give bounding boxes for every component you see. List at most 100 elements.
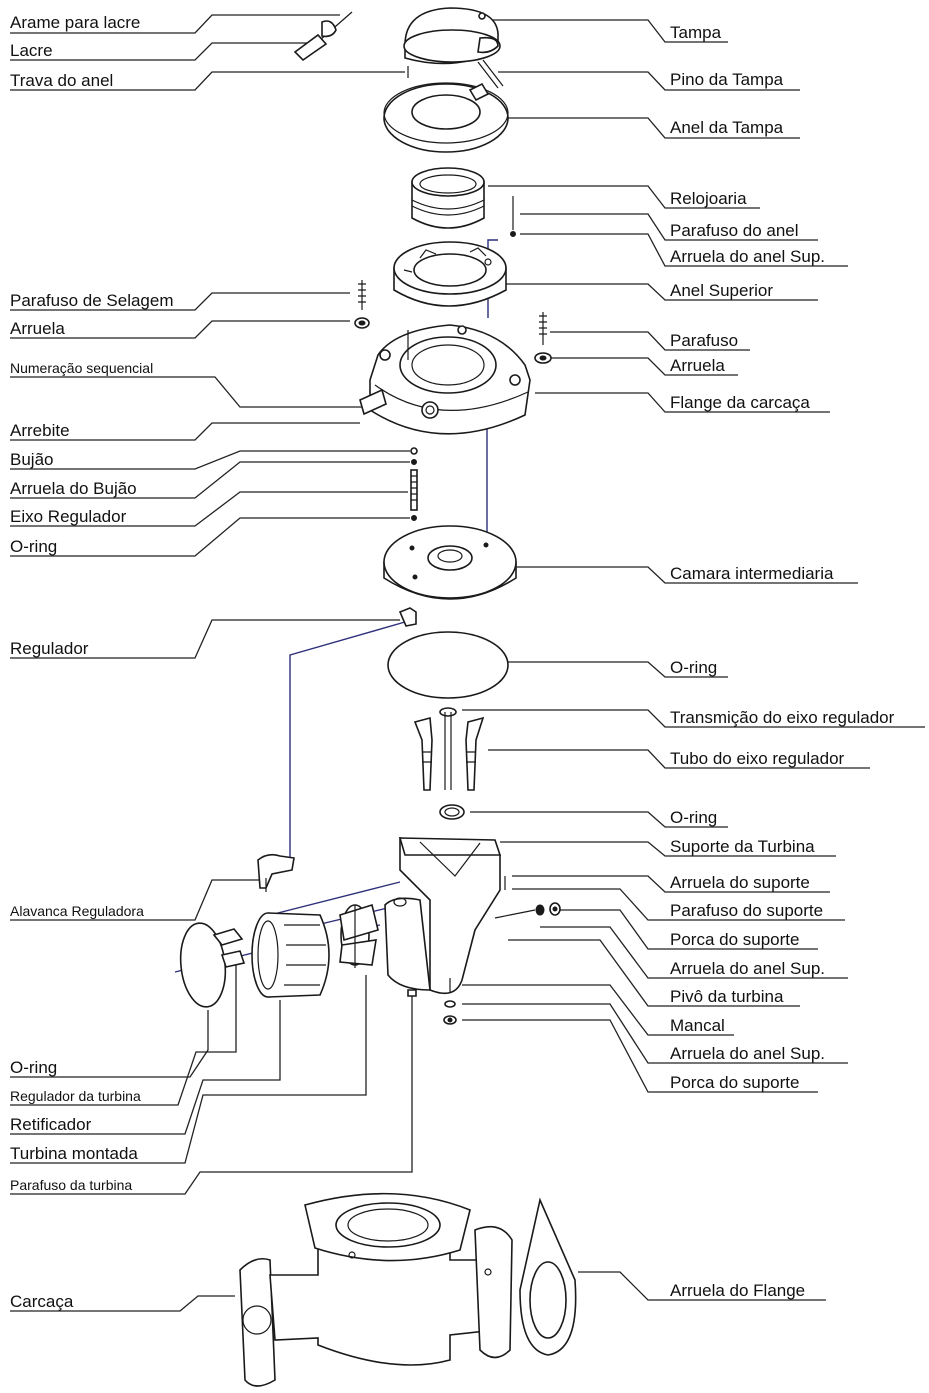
regulator-part (398, 607, 417, 627)
label-relojoaria: Relojoaria (488, 185, 760, 209)
svg-text:Pino da Tampa: Pino da Tampa (670, 70, 784, 89)
regulator-shaft-tubes-part (413, 707, 485, 791)
svg-text:Arruela do Bujão: Arruela do Bujão (10, 479, 137, 498)
label-retificador: Retificador (10, 1000, 281, 1135)
svg-text:Arruela do anel Sup.: Arruela do anel Sup. (670, 1044, 825, 1063)
svg-text:Eixo Regulador: Eixo Regulador (10, 507, 127, 526)
label-arame-para-lacre: Arame para lacre (10, 13, 340, 34)
label-pivo-da-turbina: Pivô da turbina (508, 939, 800, 1007)
svg-text:Lacre: Lacre (10, 41, 53, 60)
label-alavanca-reguladora: Alavanca Reguladora (10, 879, 262, 921)
label-arruela-left: Arruela (10, 319, 350, 339)
regulating-lever-part (257, 853, 295, 892)
label-bujao: Bujão (10, 450, 410, 470)
label-parafuso-da-turbina: Parafuso da turbina (10, 995, 413, 1195)
svg-text:Retificador: Retificador (10, 1115, 92, 1134)
label-numeracao-sequencial: Numeração sequencial (10, 360, 370, 408)
svg-text:Bujão: Bujão (10, 450, 53, 469)
svg-text:Parafuso do suporte: Parafuso do suporte (670, 901, 823, 920)
svg-text:Arruela do anel Sup.: Arruela do anel Sup. (670, 247, 825, 266)
label-regulador-da-turbina: Regulador da turbina (10, 960, 237, 1106)
label-porca-do-suporte-2: Porca do suporte (462, 1019, 818, 1093)
left-labels: Arame para lacre Lacre Trava do anel Par… (10, 13, 413, 1312)
svg-text:Arruela do suporte: Arruela do suporte (670, 873, 810, 892)
label-arruela-do-flange: Arruela do Flange (578, 1271, 826, 1301)
svg-text:O-ring: O-ring (10, 537, 57, 556)
right-labels: Tampa Pino da Tampa Anel da Tampa Relojo… (462, 19, 925, 1301)
label-o-ring-right-2: O-ring (470, 808, 728, 828)
label-pino-da-tampa: Pino da Tampa (498, 70, 800, 91)
label-turbina-montada: Turbina montada (10, 975, 367, 1164)
label-o-ring-1: O-ring (10, 517, 410, 557)
svg-text:Tampa: Tampa (670, 23, 722, 42)
svg-text:Suporte da Turbina: Suporte da Turbina (670, 837, 815, 856)
register-part (411, 167, 485, 229)
label-arruela-do-bujao: Arruela do Bujão (10, 461, 410, 499)
svg-text:Turbina montada: Turbina montada (10, 1144, 138, 1163)
label-carcaca: Carcaça (10, 1292, 235, 1312)
svg-text:Arruela: Arruela (670, 356, 725, 375)
label-arruela-do-anel-sup-1: Arruela do anel Sup. (520, 233, 848, 267)
ring-screw-part (510, 196, 516, 237)
svg-text:Arruela do anel Sup.: Arruela do anel Sup. (670, 959, 825, 978)
label-parafuso-de-selagem: Parafuso de Selagem (10, 291, 350, 311)
label-camara-intermediaria: Camara intermediaria (515, 564, 858, 584)
label-eixo-regulador: Eixo Regulador (10, 491, 408, 527)
sealing-screw-part (354, 280, 370, 329)
screw-part-right (534, 312, 552, 364)
svg-text:Pivô da turbina: Pivô da turbina (670, 987, 784, 1006)
svg-text:Parafuso da turbina: Parafuso da turbina (10, 1177, 132, 1193)
label-o-ring-right-1: O-ring (508, 658, 728, 678)
support-screw-part (494, 902, 561, 919)
label-arruela-right: Arruela (550, 356, 738, 376)
label-arruela-do-suporte: Arruela do suporte (512, 873, 830, 893)
housing-part (239, 1192, 513, 1387)
svg-text:Tubo do eixo regulador: Tubo do eixo regulador (670, 749, 845, 768)
label-tampa: Tampa (485, 19, 728, 43)
upper-ring-part (393, 241, 507, 307)
seal-wire-part (293, 11, 353, 62)
svg-text:Porca do suporte: Porca do suporte (670, 930, 799, 949)
label-transmicao-do-eixo-regulador: Transmição do eixo regulador (462, 708, 925, 728)
svg-text:Arame para lacre: Arame para lacre (10, 13, 140, 32)
assembled-turbine-part (339, 903, 379, 968)
svg-text:Transmição do eixo regulador: Transmição do eixo regulador (670, 708, 895, 727)
svg-text:Porca do suporte: Porca do suporte (670, 1073, 799, 1092)
svg-text:Camara intermediaria: Camara intermediaria (670, 564, 834, 583)
svg-text:Alavanca Reguladora: Alavanca Reguladora (10, 903, 144, 919)
svg-text:Parafuso: Parafuso (670, 331, 738, 350)
svg-text:Anel da Tampa: Anel da Tampa (670, 118, 784, 137)
label-regulador: Regulador (10, 619, 400, 659)
label-mancal: Mancal (462, 984, 734, 1036)
label-arrebite: Arrebite (10, 421, 360, 441)
lid-part (403, 7, 504, 89)
label-flange-da-carcaca: Flange da carcaça (535, 392, 830, 413)
intermediate-chamber-part (383, 525, 517, 600)
label-arruela-do-anel-sup-3: Arruela do anel Sup. (462, 1003, 848, 1064)
label-tubo-do-eixo-regulador: Tubo do eixo regulador (488, 749, 870, 769)
svg-text:Relojoaria: Relojoaria (670, 189, 747, 208)
label-lacre: Lacre (10, 41, 315, 61)
svg-text:Trava do anel: Trava do anel (10, 71, 113, 90)
label-parafuso-right: Parafuso (550, 331, 750, 351)
svg-text:Parafuso do anel: Parafuso do anel (670, 221, 799, 240)
label-porca-do-suporte-1: Porca do suporte (560, 909, 818, 950)
svg-text:Regulador da turbina: Regulador da turbina (10, 1088, 141, 1104)
svg-text:Arruela: Arruela (10, 319, 65, 338)
turbine-support-part (384, 837, 506, 995)
svg-text:Numeração sequencial: Numeração sequencial (10, 360, 153, 376)
svg-text:Mancal: Mancal (670, 1016, 725, 1035)
lid-ring-part (383, 82, 509, 153)
label-arruela-do-anel-sup-2: Arruela do anel Sup. (540, 926, 848, 979)
label-anel-superior: Anel Superior (505, 281, 818, 301)
label-suporte-da-turbina: Suporte da Turbina (500, 837, 836, 857)
turbine-regulator-part (212, 928, 246, 968)
svg-text:O-ring: O-ring (10, 1058, 57, 1077)
svg-text:Arrebite: Arrebite (10, 421, 70, 440)
turbine-pivot-part (407, 978, 457, 1025)
regulator-shaft-part (410, 447, 418, 521)
svg-text:Arruela do Flange: Arruela do Flange (670, 1281, 805, 1300)
svg-text:O-ring: O-ring (670, 808, 717, 827)
svg-text:Flange da carcaça: Flange da carcaça (670, 393, 810, 412)
